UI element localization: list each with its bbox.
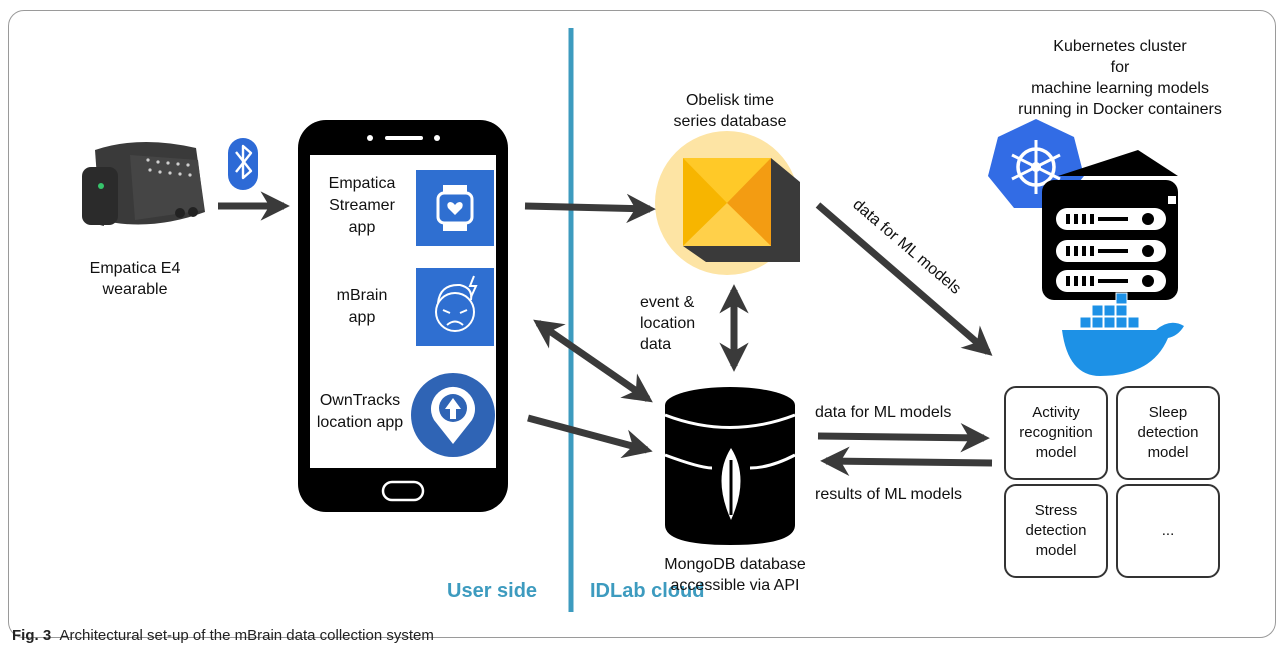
model-box-more: ... bbox=[1116, 484, 1220, 578]
event-location-label: event & location data bbox=[640, 294, 696, 353]
model-box-sleep: Sleep detection model bbox=[1116, 386, 1220, 480]
model-label: Stress detection model bbox=[1025, 502, 1087, 559]
arrows bbox=[218, 191, 993, 476]
app-label-empatica-streamer: Empatica Streamer app bbox=[328, 175, 396, 236]
empatica-e4-wristband-icon bbox=[82, 141, 205, 226]
figure-number: Fig. 3 bbox=[12, 627, 52, 644]
app-label-mbrain: mBrain app bbox=[336, 287, 388, 326]
model-label: ... bbox=[1161, 522, 1175, 539]
arrow-label-mongo-to-ml: data for ML models bbox=[815, 404, 952, 421]
arrow-ml-to-mongo bbox=[820, 446, 993, 476]
arrow-owntracks-to-mongo bbox=[527, 414, 653, 459]
arrow-mbrain-mongo bbox=[533, 319, 653, 403]
mongodb-database-icon bbox=[664, 387, 796, 545]
docker-icon bbox=[1062, 292, 1184, 376]
mongodb-label: MongoDB database accessible via API bbox=[664, 556, 806, 594]
figure-caption-text: Architectural set-up of the mBrain data … bbox=[59, 627, 434, 644]
smartwatch-heart-icon bbox=[416, 170, 494, 246]
model-box-activity: Activity recognition model bbox=[1004, 386, 1108, 480]
arrow-streamer-to-obelisk bbox=[524, 193, 656, 224]
arrow-label-ml-to-mongo: results of ML models bbox=[815, 486, 963, 503]
arrow-obelisk-to-ml bbox=[815, 202, 993, 356]
kubernetes-label: Kubernetes cluster for machine learning … bbox=[1018, 38, 1222, 118]
app-label-owntracks: OwnTracks location app bbox=[316, 392, 404, 431]
server-rack-icon bbox=[1042, 150, 1178, 300]
arrow-mongo-to-ml bbox=[817, 423, 990, 453]
obelisk-label: Obelisk time series database bbox=[673, 92, 787, 130]
headache-face-icon bbox=[416, 268, 494, 346]
obelisk-database-icon bbox=[655, 131, 800, 275]
user-side-label: User side bbox=[447, 580, 538, 602]
idlab-cloud-label: IDLab cloud bbox=[590, 580, 705, 602]
model-label: Sleep detection model bbox=[1137, 404, 1199, 461]
bluetooth-icon bbox=[228, 138, 258, 190]
figure-caption: Fig. 3 Architectural set-up of the mBrai… bbox=[12, 627, 434, 644]
wearable-label: Empatica E4 wearable bbox=[89, 260, 181, 298]
model-box-stress: Stress detection model bbox=[1004, 484, 1108, 578]
location-upload-icon bbox=[411, 373, 495, 457]
model-label: Activity recognition model bbox=[1019, 404, 1093, 461]
